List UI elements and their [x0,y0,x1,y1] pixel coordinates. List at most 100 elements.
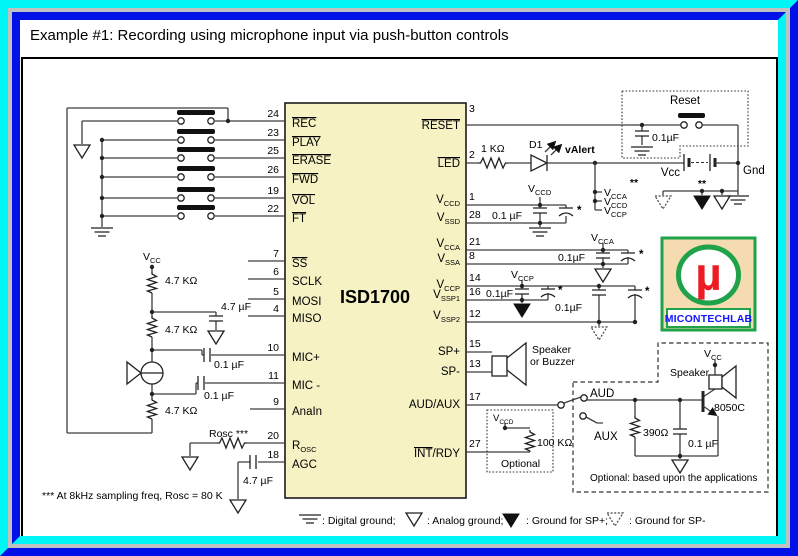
analog-ground-icon [405,512,423,527]
speaker-icon [491,341,527,387]
pin-num-25: 25 [267,145,279,157]
vccp-vssp-decoupling: VCCP 0.1µF * 0.1µF * [466,269,650,341]
pin-label-vssa: VSSA [437,253,460,267]
analog-ground-icon [713,195,731,210]
transistor-icon [701,391,718,417]
sp-minus-ground-icon [590,326,608,341]
pin-label-vssd: VSSD [437,212,461,226]
battery-icon [683,154,717,171]
pin-label-audaux: AUD/AUX [409,399,460,411]
window-frame-mid: Example #1: Recording using microphone i… [8,8,790,548]
resistor-value: 100 KΩ [537,437,572,449]
resistor-icon [146,315,158,338]
stars-note: ** [698,178,707,190]
analog-ground-icon [181,456,199,471]
legend-sp-plus: : Ground for SP+; [526,515,608,527]
transistor-ref: 8050C [714,402,745,414]
resistor-value: 4.7 KΩ [165,324,198,336]
ground-legend: : Digital ground; : Analog ground; : Gro… [298,512,706,528]
pin-num-2: 2 [469,149,475,161]
stars-note: ** [630,177,639,189]
pin-num-10: 10 [267,342,279,354]
digital-ground-icon [726,195,750,205]
cap-value: 0.1µF [555,302,582,314]
pin-label-reset: RESET [422,120,460,132]
pin-num-13: 13 [469,358,481,370]
pin-num-20: 20 [267,430,279,442]
pin-num-23: 23 [267,127,279,139]
amp-note: Optional: based upon the applications [590,473,757,484]
pin-label-ft: FT [292,213,306,225]
vccp-label: VCCP [511,269,534,283]
analog-ground-icon [207,330,225,345]
capacitor-icon [197,375,205,391]
cap-value: 4.7 µF [243,475,273,487]
amplifier-circuit: 390Ω 0.1 µF 8050C Speaker VCC Optional: … [572,342,769,493]
speaker-label-1: Speaker [532,344,572,356]
capacitor-icon [203,347,211,363]
pin-label-mosi: MOSI [292,296,321,308]
pin-num-28: 28 [469,209,481,221]
logo-text: MICONTECHLAB [665,313,753,325]
digital-ground-icon [90,227,114,237]
pin-num-7: 7 [273,248,279,260]
star-note: * [558,285,563,297]
cap-value: 0.1µF [652,132,679,144]
pin-num-17: 17 [469,391,481,403]
speaker-icon [708,364,737,400]
reset-push-button [678,113,705,129]
aux-label: AUX [594,431,618,443]
digital-ground-icon [528,227,552,237]
cap-value: 0.1 µF [492,210,522,222]
resistor-icon [524,429,536,452]
pin-num-5: 5 [273,286,279,298]
valert-label: vAlert [565,144,595,156]
vcc-label: VCC [704,348,722,362]
pin-num-8: 8 [469,250,475,262]
capacitor-icon [591,289,607,296]
pin-label-ss: SS [292,258,308,270]
capacitor-icon [208,315,224,322]
vccd-label: VCCD [493,413,514,426]
diode-ref: D1 [529,139,543,151]
vccd-decoupling: VCCD 0.1 µF * [466,183,582,237]
push-button-play [177,129,215,144]
cap-value: 0.1µF [558,252,585,264]
pin-label-spn: SP- [441,366,460,378]
analog-ground-icon [229,499,247,514]
pin-num-22: 22 [267,203,279,215]
push-button-rec [177,110,215,125]
pin-num-4: 4 [273,303,279,315]
micontechlab-logo: µ MICONTECHLAB [660,236,757,332]
sp-plus-ground-icon [502,513,520,528]
pin-num-15: 15 [469,338,481,350]
pin-label-miso: MISO [292,313,321,325]
resistor-value: 390Ω [643,427,669,439]
polarized-cap-icon [558,207,574,217]
legend-digital: : Digital ground; [322,515,396,527]
cap-value: 0.1 µF [204,390,234,402]
capacitor-icon [595,252,611,259]
pin-label-agc: AGC [292,459,317,471]
resistor-icon [629,415,641,438]
rosc-note: *** At 8kHz sampling freq, Rosc = 80 K [42,490,223,502]
led-circuit: 1 KΩ D1 vAlert [466,139,684,173]
resistor-value: 4.7 KΩ [165,405,198,417]
resistor-icon [477,157,509,169]
resistor-value: 1 KΩ [481,143,505,155]
capacitor-icon [634,130,650,137]
push-button-vol [177,187,215,202]
optional-caption: Optional [501,458,540,470]
diagram-border [21,57,778,536]
analog-ground-icon [73,144,91,159]
pin-label-play: PLAY [292,137,321,149]
pin-num-6: 6 [273,266,279,278]
star-note: * [645,286,650,298]
pin-label-vccp: VCCP [436,279,460,293]
led-diode-icon [530,140,563,173]
reset-box-label: Reset [670,95,701,107]
cap-value: 0.1 µF [688,438,718,450]
pin-num-18: 18 [267,449,279,461]
polarized-cap-icon [540,288,556,298]
pin-label-micp: MIC+ [292,352,320,364]
